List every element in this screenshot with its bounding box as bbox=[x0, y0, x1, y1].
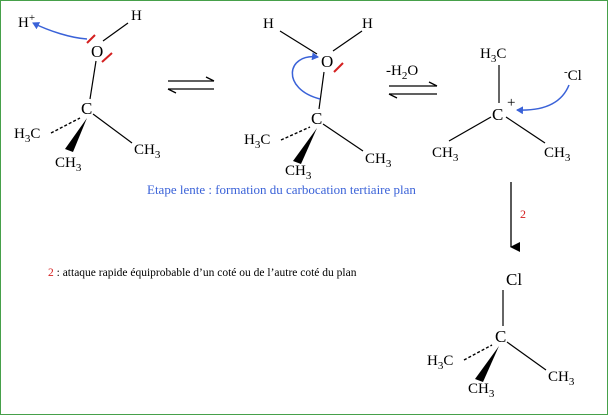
bond-o-c bbox=[318, 71, 325, 110]
proton-label: H+ bbox=[18, 12, 35, 31]
bond-c-ch3-right bbox=[322, 123, 364, 152]
methyl-bottom-label: CH3 bbox=[55, 155, 82, 174]
molecule-1: H+ H O C H3C CH3 CH3 bbox=[14, 8, 161, 174]
curved-arrow bbox=[32, 22, 88, 40]
hydrogen-label: H bbox=[131, 8, 142, 24]
methyl-bottom-label: CH3 bbox=[468, 381, 495, 400]
hashed-bond bbox=[463, 344, 493, 361]
methyl-left-label: CH3 bbox=[432, 145, 459, 164]
wedge-bond bbox=[65, 118, 87, 152]
methyl-right-label: CH3 bbox=[365, 151, 392, 170]
step-2-arrow-label: 2 bbox=[520, 207, 526, 221]
positive-charge: + bbox=[507, 95, 515, 111]
hydrogen-right-label: H bbox=[362, 16, 373, 32]
bond-o-c bbox=[89, 60, 97, 100]
hashed-bond bbox=[280, 126, 311, 141]
carbon-label: C bbox=[492, 105, 503, 124]
step-2-note-text: : attaque rapide équiprobable d’un coté … bbox=[53, 267, 357, 279]
methyl-right-label: CH3 bbox=[134, 142, 161, 161]
bond-c-ch3-right bbox=[505, 116, 546, 144]
chlorine-label: Cl bbox=[506, 270, 522, 289]
lone-pair-mark bbox=[101, 52, 113, 63]
oxygen-label: O bbox=[321, 52, 333, 71]
bond-o-h-right bbox=[332, 30, 363, 52]
bond-o-h bbox=[102, 22, 129, 42]
water-loss-label: -H2O bbox=[386, 63, 418, 82]
carbon-label: C bbox=[495, 327, 506, 346]
methyl-right-label: CH3 bbox=[548, 369, 575, 388]
curved-arrow bbox=[291, 52, 321, 100]
methyl-right-label: CH3 bbox=[544, 145, 571, 164]
step-2-note: 2 : attaque rapide équiprobable d’un cot… bbox=[48, 267, 356, 279]
methyl-bottom-label: CH3 bbox=[285, 163, 312, 182]
molecule-2: H H O C H3C CH3 CH3 bbox=[244, 16, 392, 182]
step-2-note-number: 2 bbox=[48, 267, 54, 279]
methyl-left-label: H3C bbox=[14, 126, 40, 145]
equilibrium-arrow-1 bbox=[167, 76, 215, 94]
carbocation: H3C C + CH3 CH3 -Cl bbox=[432, 46, 582, 164]
chloride-ion-label: -Cl bbox=[564, 66, 582, 84]
bond-c-ch3-right bbox=[506, 341, 547, 371]
bond-c-ch3-left bbox=[448, 116, 492, 142]
slow-step-caption: Etape lente : formation du carbocation t… bbox=[147, 182, 416, 197]
bond-o-h-left bbox=[279, 30, 318, 55]
water-loss-equilibrium: -H2O bbox=[386, 63, 438, 99]
carbon-label: C bbox=[81, 99, 92, 118]
wedge-bond bbox=[293, 128, 317, 164]
lone-pair-mark bbox=[86, 34, 96, 44]
carbon-label: C bbox=[311, 109, 322, 128]
hydrogen-left-label: H bbox=[263, 16, 274, 32]
oxygen-label: O bbox=[91, 42, 103, 61]
methyl-top-label: H3C bbox=[480, 46, 506, 65]
hashed-bond bbox=[50, 117, 81, 134]
bond-c-ch3-right bbox=[92, 113, 133, 144]
methyl-left-label: H3C bbox=[427, 353, 453, 372]
wedge-bond bbox=[475, 346, 499, 382]
product: Cl C H3C CH3 CH3 bbox=[427, 270, 575, 400]
methyl-left-label: H3C bbox=[244, 132, 270, 151]
lone-pair-mark bbox=[333, 62, 344, 73]
curved-arrow bbox=[516, 84, 570, 115]
